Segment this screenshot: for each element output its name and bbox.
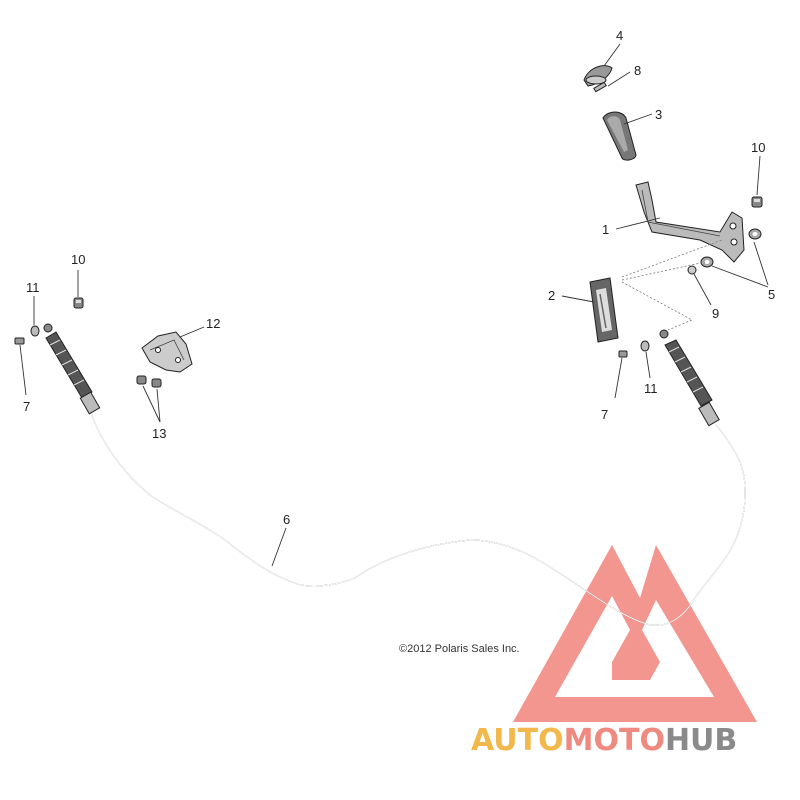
dashed-alignment-lines	[621, 239, 723, 331]
watermark-hub: HUB	[665, 723, 737, 758]
copyright-text: ©2012 Polaris Sales Inc.	[399, 643, 520, 655]
part-11-nut-left	[30, 325, 40, 337]
callout-13: 13	[152, 426, 166, 441]
watermark-logo	[513, 545, 757, 722]
callout-5: 5	[768, 287, 775, 302]
callout-8: 8	[634, 63, 641, 78]
part-11-nut-right	[640, 340, 650, 352]
callout-10-right: 10	[751, 140, 765, 155]
part-5-bushing-upper	[748, 228, 762, 240]
cable-boot-left	[43, 323, 101, 415]
cable-boot-right	[659, 329, 720, 427]
callout-11-right: 11	[644, 381, 658, 396]
part-12-bracket	[141, 331, 193, 373]
part-13-screws	[136, 375, 162, 388]
leader-lines	[19, 43, 769, 567]
part-3-knob	[602, 111, 637, 161]
callout-9: 9	[712, 306, 719, 321]
cable-assembly	[43, 323, 746, 626]
callout-10-left: 10	[71, 252, 85, 267]
callout-1: 1	[602, 222, 609, 237]
watermark-text: AUTOMOTOHUB	[471, 723, 737, 758]
callout-12: 12	[206, 316, 220, 331]
watermark-auto: AUTO	[471, 723, 564, 758]
part-7-screw-right	[618, 350, 628, 358]
callout-2: 2	[548, 288, 555, 303]
callout-6: 6	[283, 512, 290, 527]
part-4-cap	[583, 65, 613, 87]
callout-7-right: 7	[601, 407, 608, 422]
part-7-screw-left	[14, 337, 25, 345]
callout-4: 4	[616, 28, 623, 43]
part-9-clip	[687, 265, 697, 275]
part-8-pin	[593, 81, 607, 93]
part-10-nut-left	[73, 297, 84, 309]
part-5-bushing-lower	[700, 256, 714, 268]
callout-7-left: 7	[23, 399, 30, 414]
callout-11-left: 11	[26, 280, 40, 295]
part-2-pedal-pad	[589, 277, 619, 343]
callout-3: 3	[655, 107, 662, 122]
watermark-moto: MOTO	[564, 723, 665, 758]
callout-labels: 4 8 3 10 1 2 5 9 7 11 10 11 7 12 13 6	[23, 28, 775, 527]
part-10-nut-right	[751, 196, 763, 208]
part-1-lever	[635, 181, 745, 263]
